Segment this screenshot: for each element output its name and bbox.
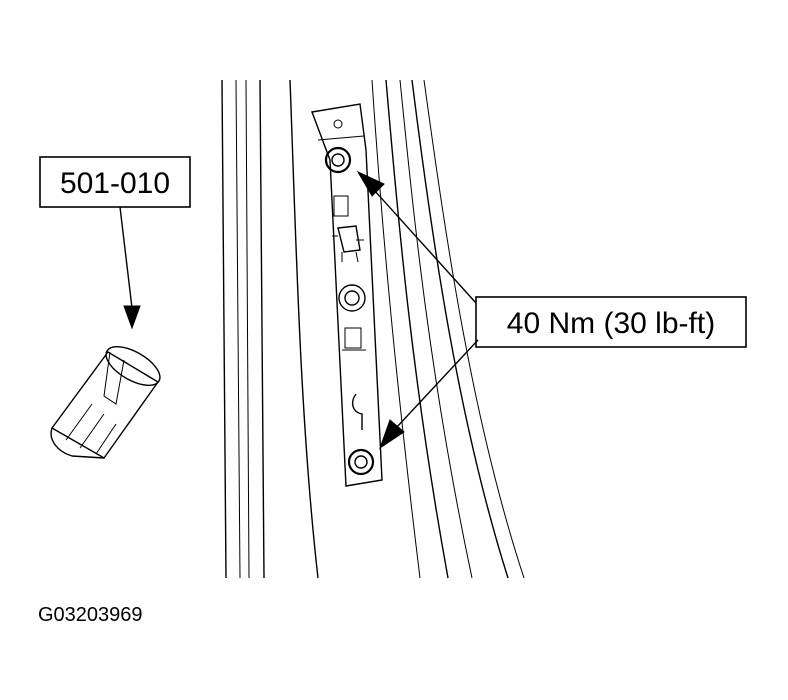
tool-label: 501-010	[60, 167, 170, 200]
striker-plate	[311, 103, 383, 487]
torque-callout: 40 Nm (30 lb-ft)	[356, 170, 747, 450]
special-tool-socket	[50, 346, 161, 459]
lower-striker-bolt	[347, 448, 375, 476]
door-pillar	[221, 79, 525, 579]
torque-label: 40 Nm (30 lb-ft)	[507, 307, 715, 340]
tool-callout: 501-010	[39, 156, 191, 330]
upper-striker-bolt	[324, 146, 352, 174]
figure-id: G03203969	[38, 604, 143, 626]
